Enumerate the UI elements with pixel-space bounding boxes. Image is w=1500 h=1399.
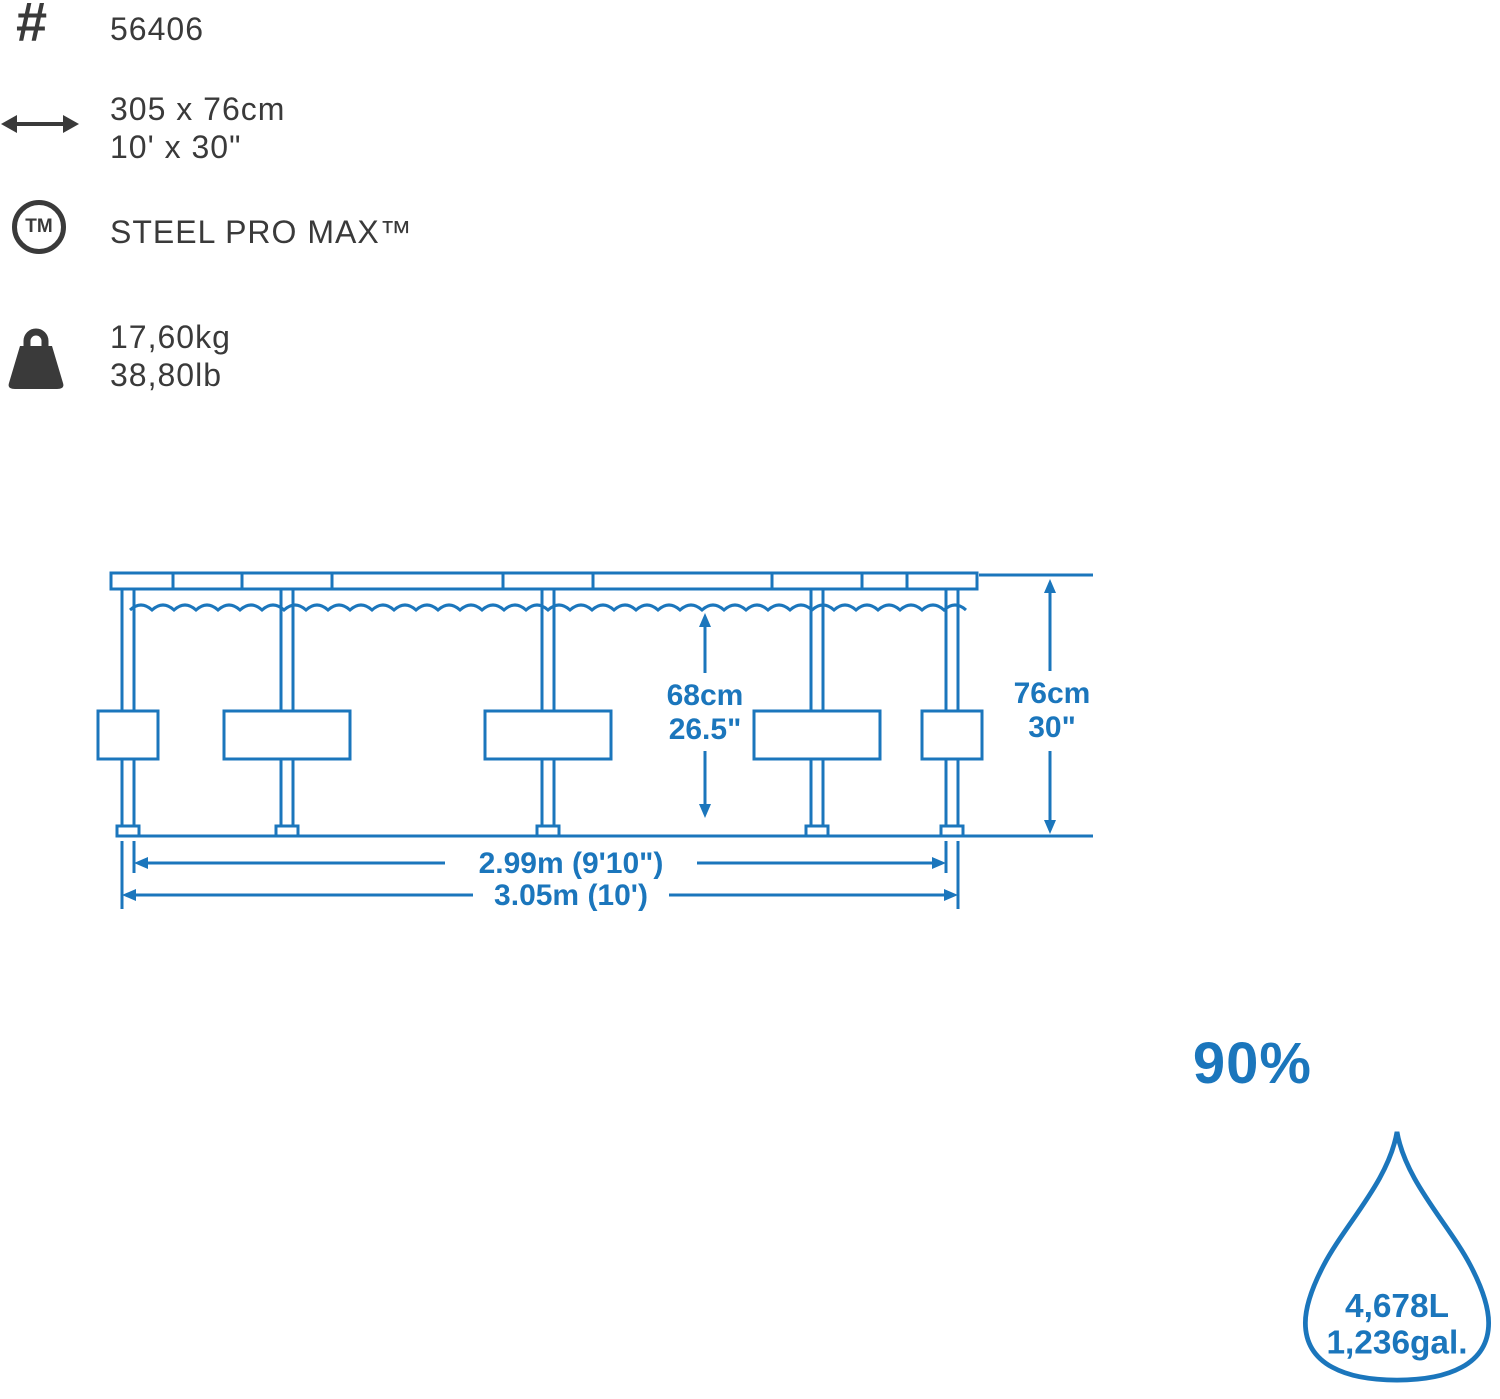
capacity-liters-label: 4,678L bbox=[1345, 1288, 1449, 1325]
pool-bands bbox=[96, 709, 984, 761]
inner-diameter-label: 2.99m (9'10") bbox=[479, 847, 664, 880]
brand-name: STEEL PRO MAX™ bbox=[110, 214, 413, 250]
weight-imperial: 38,80lb bbox=[110, 357, 222, 393]
inner-diameter-dimension: 2.99m (9'10") bbox=[132, 841, 948, 880]
pool-diagram: 68cm 26.5" 76cm 30" 2.99m (9'10") bbox=[96, 571, 1093, 912]
item-number-icon: # bbox=[16, 0, 48, 53]
outer-diameter-dimension: 3.05m (10') bbox=[120, 841, 960, 912]
weight-metric: 17,60kg bbox=[110, 319, 231, 355]
water-depth-dimension: 68cm 26.5" bbox=[667, 613, 744, 818]
trademark-icon-label: TM bbox=[25, 216, 53, 237]
pool-height-dimension: 76cm 30" bbox=[962, 573, 1093, 838]
pool-height-imperial-label: 30" bbox=[1028, 711, 1076, 744]
outer-diameter-label: 3.05m (10') bbox=[494, 879, 648, 912]
width-arrow-icon bbox=[1, 115, 79, 133]
water-line bbox=[128, 603, 968, 613]
water-drop-icon: 4,678L 1,236gal. bbox=[1302, 1131, 1492, 1383]
pool-size-metric: 305 x 76cm bbox=[110, 91, 286, 127]
weight-icon bbox=[8, 328, 64, 389]
pool-height-metric-label: 76cm bbox=[1014, 677, 1091, 710]
fill-percent-label: 90% bbox=[1192, 1031, 1312, 1096]
water-depth-metric-label: 68cm bbox=[667, 679, 744, 712]
trademark-icon: TM bbox=[12, 200, 66, 254]
pool-size-imperial: 10' x 30" bbox=[110, 129, 242, 165]
water-depth-imperial-label: 26.5" bbox=[669, 713, 742, 746]
capacity-gallons-label: 1,236gal. bbox=[1326, 1324, 1467, 1361]
pool-top-rail bbox=[109, 571, 979, 591]
item-number: 56406 bbox=[110, 11, 204, 47]
